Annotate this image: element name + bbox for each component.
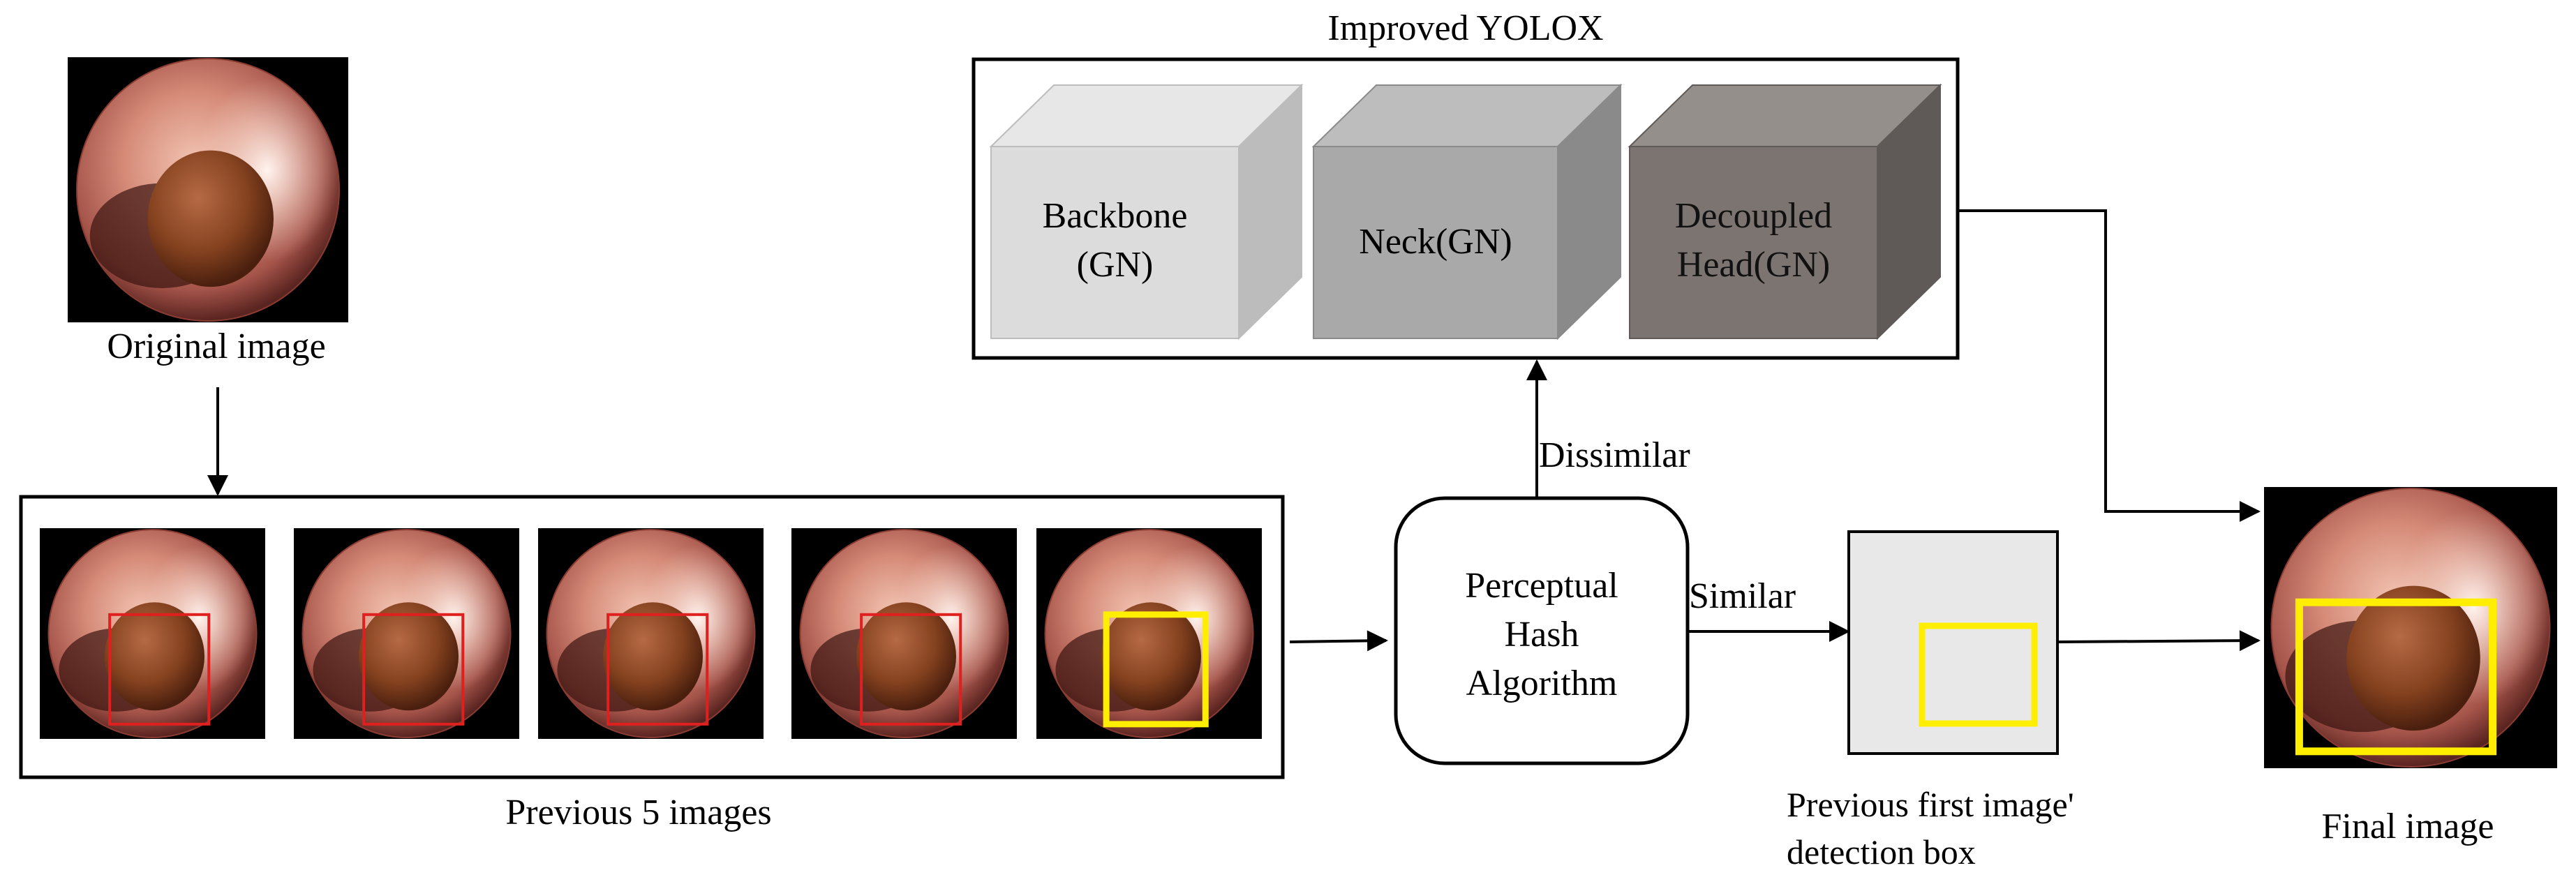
previous-image-1-detection-box: [108, 613, 211, 726]
yolox-title: Improved YOLOX: [1327, 8, 1604, 48]
previous-image-4-detection-box: [860, 613, 962, 726]
final-image: [2264, 487, 2557, 768]
yolox-block-3: [1628, 83, 1942, 340]
previous-images-label: Previous 5 images: [505, 793, 772, 832]
previous-image-2: [294, 528, 519, 739]
final-image-label: Final image: [2321, 807, 2494, 846]
previous-image-5: [1036, 528, 1262, 739]
detection-box-inner: [1919, 622, 2038, 727]
previous-image-5-detection-box: [1103, 611, 1209, 728]
previous-images-frame: [19, 495, 1285, 779]
previous-image-1: [40, 528, 265, 739]
final-image-detection-box: [2295, 598, 2497, 756]
arrow-detection-to-final: [2058, 630, 2261, 652]
previous-image-3: [538, 528, 764, 739]
arrow-previous-to-hash: [1289, 630, 1388, 652]
yolox-block-1: [989, 83, 1304, 340]
hash-algorithm-node: [1394, 496, 1690, 765]
block-neck-label: Neck(GN): [1359, 222, 1512, 262]
previous-image-3-detection-box: [606, 613, 709, 726]
detection-box-label: Previous first image'detection box: [1787, 785, 2074, 871]
original-image: [68, 57, 348, 322]
yolox-block-2: [1311, 83, 1623, 340]
edge-similar-label: Similar: [1689, 576, 1796, 616]
edge-dissimilar-label: Dissimilar: [1539, 435, 1690, 475]
block-backbone-label: Backbone(GN): [1042, 196, 1188, 285]
arrow-yolox-to-final: [1958, 209, 2261, 522]
original-image-label: Original image: [107, 327, 326, 366]
previous-image-2-detection-box: [362, 613, 465, 726]
previous-image-4: [791, 528, 1017, 739]
detection-box-node: [1847, 530, 2059, 755]
